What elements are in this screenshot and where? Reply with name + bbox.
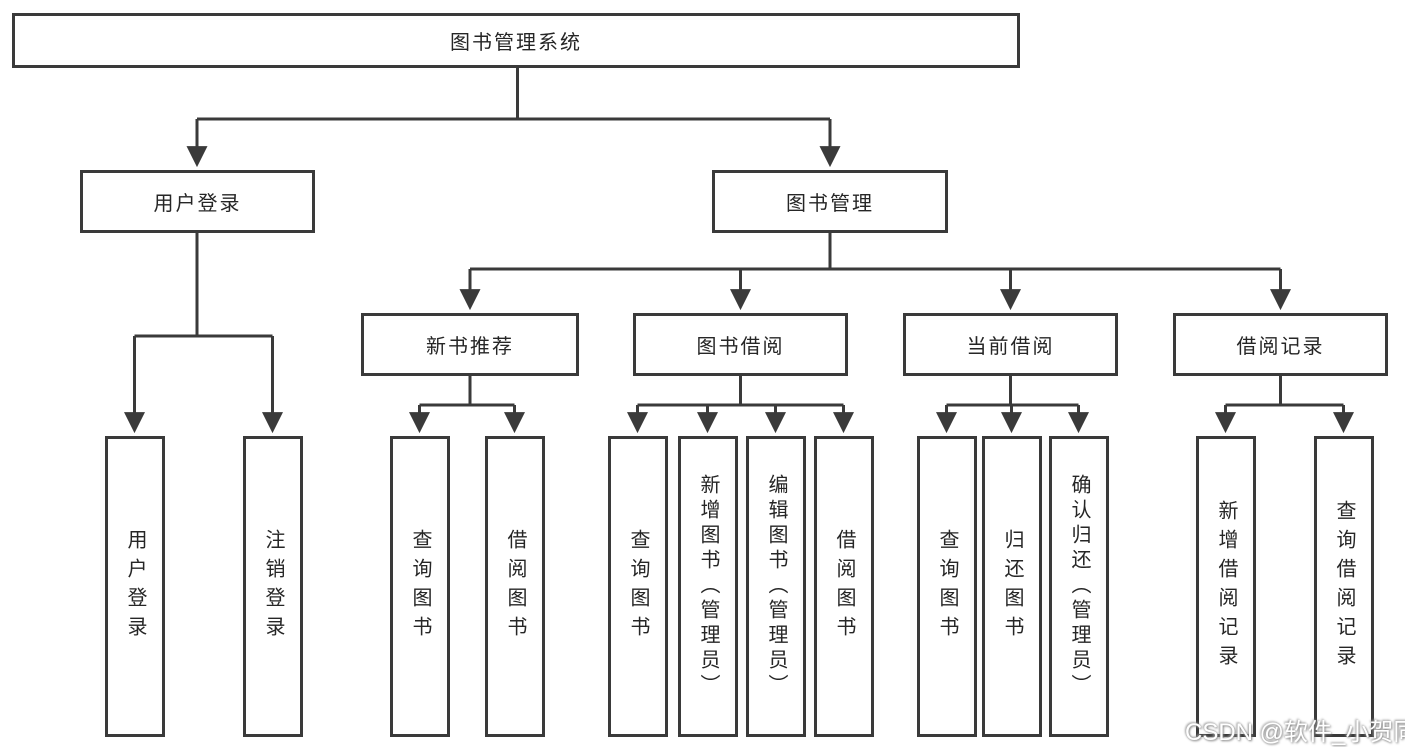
node-label: 新书推荐 (426, 336, 514, 358)
leaf-borrow-books-recommend: 借阅图书 (485, 436, 545, 737)
node-library-management-system: 图书管理系统 (12, 13, 1020, 68)
node-new-book-recommendation: 新书推荐 (361, 313, 579, 376)
node-label: 借阅记录 (1236, 336, 1325, 358)
leaf-borrow-books: 借阅图书 (814, 436, 874, 737)
leaf-query-books-current: 查询图书 (917, 436, 977, 737)
node-book-borrowing: 图书借阅 (633, 313, 848, 376)
node-label: 图书借阅 (696, 336, 785, 358)
node-label: 查询借阅记录 (1333, 499, 1355, 674)
node-label: 图书管理 (786, 193, 874, 215)
node-label: 查询图书 (627, 528, 649, 645)
node-label: 当前借阅 (966, 336, 1055, 358)
node-label: 用户登录 (124, 528, 146, 645)
node-label: 确认归还（管理员） (1068, 474, 1090, 699)
node-label: 编辑图书（管理员） (765, 474, 787, 699)
leaf-edit-books-admin: 编辑图书（管理员） (746, 436, 806, 737)
node-label: 注销登录 (262, 528, 284, 645)
leaf-query-books-borrowing: 查询图书 (608, 436, 668, 737)
node-label: 借阅图书 (833, 528, 855, 645)
leaf-user-login: 用户登录 (105, 436, 165, 737)
leaf-add-borrow-record: 新增借阅记录 (1196, 436, 1256, 737)
node-label: 归还图书 (1001, 528, 1023, 645)
node-label: 查询图书 (936, 528, 958, 645)
leaf-logout: 注销登录 (243, 436, 303, 737)
leaf-confirm-return-admin: 确认归还（管理员） (1049, 436, 1109, 737)
node-borrowing-records: 借阅记录 (1173, 313, 1388, 376)
node-book-management: 图书管理 (712, 170, 948, 233)
leaf-return-books: 归还图书 (982, 436, 1042, 737)
leaf-query-borrow-record: 查询借阅记录 (1314, 436, 1374, 737)
node-user-login: 用户登录 (80, 170, 315, 233)
node-label: 用户登录 (153, 193, 242, 215)
node-current-borrowing: 当前借阅 (903, 313, 1118, 376)
node-label: 新增图书（管理员） (697, 474, 719, 699)
leaf-query-books-recommend: 查询图书 (390, 436, 450, 737)
node-label: 图书管理系统 (450, 32, 582, 54)
node-label: 新增借阅记录 (1215, 499, 1237, 674)
leaf-add-books-admin: 新增图书（管理员） (678, 436, 738, 737)
node-label: 借阅图书 (504, 528, 526, 645)
csdn-watermark: CSDN @软件_小贺同学 (1185, 719, 1405, 746)
node-label: 查询图书 (409, 528, 431, 645)
